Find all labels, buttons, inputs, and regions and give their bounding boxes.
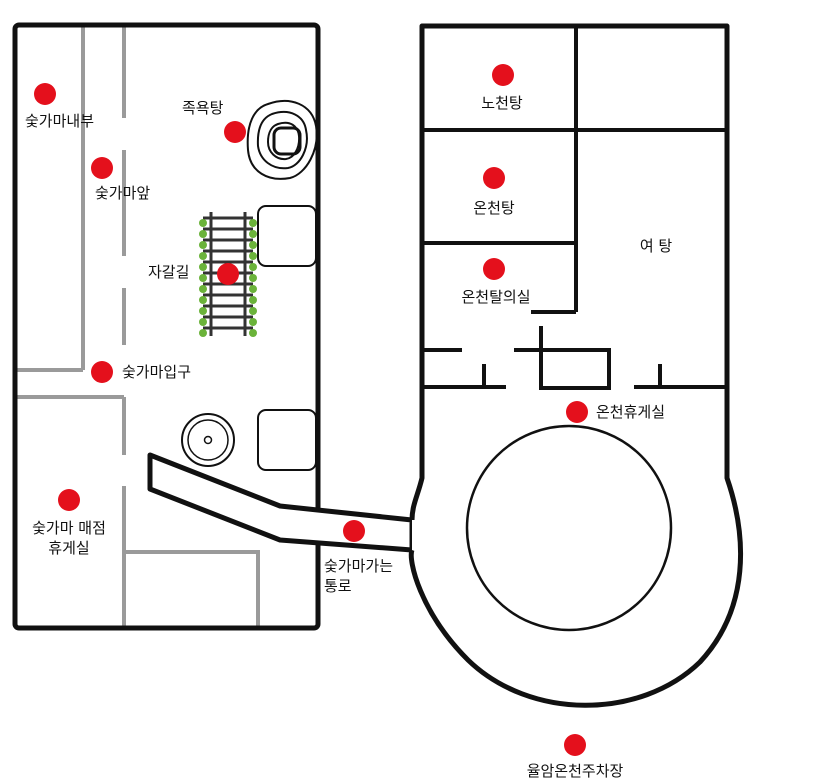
marker-parking-lot[interactable] <box>564 734 586 756</box>
label-hot-spring-lounge: 온천휴게실 <box>596 403 666 421</box>
track-leaf <box>249 252 257 260</box>
track-leaf <box>249 296 257 304</box>
track-leaf <box>199 219 207 227</box>
marker-foot-bath[interactable] <box>224 121 246 143</box>
label-foot-bath: 족욕탕 <box>182 99 224 117</box>
track-leaf <box>199 230 207 238</box>
track-leaf <box>199 263 207 271</box>
label-kiln-inside: 숯가마내부 <box>25 112 95 130</box>
label-kiln-entrance: 숯가마입구 <box>122 363 192 381</box>
marker-kiln-front[interactable] <box>91 157 113 179</box>
marker-hot-spring-bath[interactable] <box>483 167 505 189</box>
track-leaf <box>199 241 207 249</box>
track-leaf <box>199 285 207 293</box>
track-leaf <box>249 329 257 337</box>
label-kiln-shop-lounge: 숯가마 매점 휴게실 <box>32 519 106 557</box>
marker-outdoor-bath[interactable] <box>492 64 514 86</box>
track-leaf <box>249 307 257 315</box>
track-leaf <box>199 329 207 337</box>
label-kiln-front: 숯가마앞 <box>95 184 151 202</box>
marker-passage-to-kiln[interactable] <box>343 520 365 542</box>
foot-bath-pool <box>246 100 318 180</box>
right-building-wall <box>408 23 744 708</box>
track-leaf <box>249 285 257 293</box>
hot-spring-round-pool <box>465 424 673 632</box>
label-outdoor-bath: 노천탕 <box>481 94 523 112</box>
track-leaf <box>249 230 257 238</box>
track-leaf <box>199 296 207 304</box>
track-leaf <box>249 263 257 271</box>
label-womens-bath: 여 탕 <box>639 237 673 255</box>
track-leaf <box>199 252 207 260</box>
label-parking-lot: 율암온천주차장 <box>526 762 624 780</box>
track-leaf <box>249 219 257 227</box>
location-markers <box>34 64 588 756</box>
label-hot-spring-changing-room: 온천탈의실 <box>461 288 531 306</box>
track-leaf <box>249 241 257 249</box>
marker-kiln-entrance[interactable] <box>91 361 113 383</box>
marker-kiln-inside[interactable] <box>34 83 56 105</box>
track-leaf <box>249 274 257 282</box>
track-leaf <box>199 274 207 282</box>
track-leaf <box>199 318 207 326</box>
round-well <box>181 413 235 467</box>
right-building <box>408 23 744 708</box>
left-building-wall <box>12 22 321 631</box>
label-hot-spring-bath: 온천탕 <box>473 199 515 217</box>
track-leaf <box>249 318 257 326</box>
marker-hot-spring-changing-room[interactable] <box>483 258 505 280</box>
left-building <box>12 22 321 631</box>
label-gravel-path: 자갈길 <box>148 263 190 281</box>
left-partitions <box>15 25 260 628</box>
marker-gravel-path[interactable] <box>217 263 239 285</box>
track-leaf <box>199 307 207 315</box>
marker-kiln-shop-lounge[interactable] <box>58 489 80 511</box>
storage-box-lower <box>257 409 317 471</box>
right-interior-walls <box>422 26 727 390</box>
label-passage-to-kiln: 숯가마가는 통로 <box>324 557 394 595</box>
marker-hot-spring-lounge[interactable] <box>566 401 588 423</box>
storage-box-upper <box>257 205 317 267</box>
